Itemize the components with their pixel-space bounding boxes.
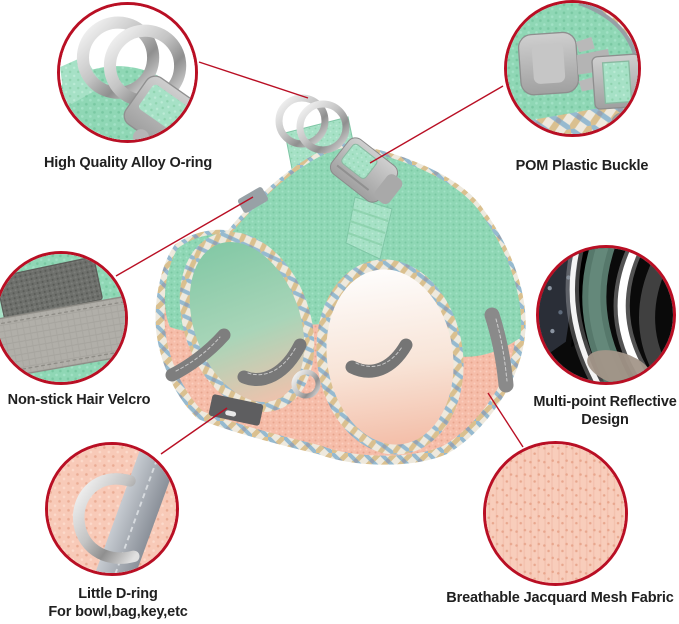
mesh-fabric-label: Breathable Jacquard Mesh Fabric bbox=[446, 590, 674, 606]
harness-velcro-edge bbox=[237, 187, 269, 213]
harness-reflective-strips bbox=[165, 307, 514, 393]
harness-buckle bbox=[329, 137, 403, 205]
buckle-label: POM Plastic Buckle bbox=[515, 158, 649, 174]
connector-line-dring bbox=[160, 407, 228, 455]
buckle-slider-part bbox=[591, 53, 638, 110]
mesh-fabric-detail-circle bbox=[483, 441, 628, 586]
buckle-detail-circle bbox=[504, 0, 641, 137]
reflective-label: Multi-point Reflective Design bbox=[533, 394, 677, 428]
dring-label: Little D-ring For bowl,bag,key,etc bbox=[48, 586, 188, 620]
oring-label: High Quality Alloy O-ring bbox=[43, 155, 213, 171]
harness-orings bbox=[275, 94, 350, 154]
connector-line-velcro bbox=[115, 196, 254, 277]
velcro-detail-circle bbox=[0, 251, 128, 385]
dring-detail-circle bbox=[45, 442, 179, 576]
velcro-label: Non-stick Hair Velcro bbox=[7, 392, 151, 408]
harness-chest-strap bbox=[345, 196, 393, 260]
velcro-loop-strip bbox=[0, 294, 125, 381]
dring-metal-ring bbox=[72, 473, 140, 564]
connector-line-buckle bbox=[369, 85, 504, 164]
harness-little-dring bbox=[208, 369, 321, 426]
connector-line-mesh bbox=[487, 392, 524, 448]
connector-line-oring bbox=[198, 61, 309, 99]
oring-detail-circle bbox=[57, 2, 198, 143]
reflective-detail-circle bbox=[536, 245, 676, 385]
harness-product-image bbox=[155, 94, 526, 465]
